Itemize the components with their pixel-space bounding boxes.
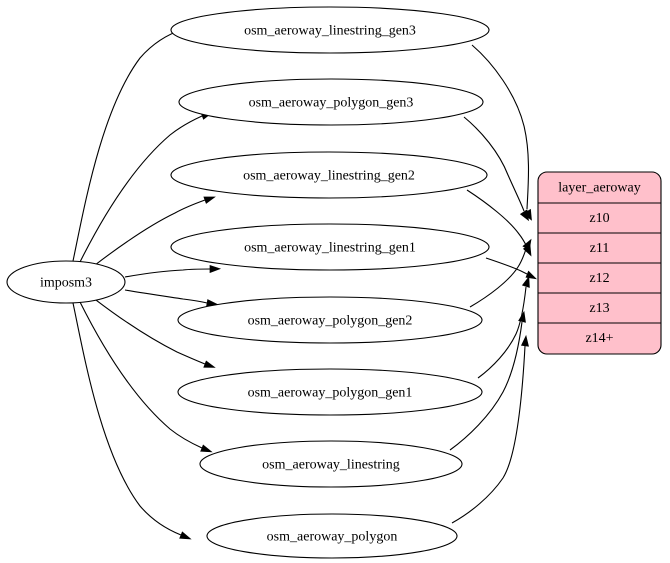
edge-imposm3-to-osm-aeroway-polygon-gen1 [95,299,216,368]
node-osm-aeroway-polygon-gen1[interactable]: osm_aeroway_polygon_gen1 [177,368,483,416]
node-imposm3-label: imposm3 [40,276,92,291]
edge-imposm3-to-osm-aeroway-linestring-gen1 [124,265,222,278]
node-osm-aeroway-polygon-gen3[interactable]: osm_aeroway_polygon_gen3 [178,78,484,126]
record-row-z10[interactable]: z10 [589,211,609,226]
node-osm-aeroway-linestring-gen1-label: osm_aeroway_linestring_gen1 [244,241,416,256]
nodes-layer: imposm3 osm_aeroway_linestring_gen3 osm_… [6,6,490,559]
edge-osm-aeroway-polygon-gen2-to-z11 [469,238,532,308]
record-row-z11[interactable]: z11 [590,241,610,256]
edge-imposm3-to-osm-aeroway-linestring-gen2 [94,196,216,266]
node-osm-aeroway-polygon-label: osm_aeroway_polygon [267,530,398,545]
edge-osm-aeroway-polygon-gen3-to-z10 [463,116,529,222]
node-osm-aeroway-polygon-gen2[interactable]: osm_aeroway_polygon_gen2 [177,296,483,344]
edge-osm-aeroway-polygon-to-z14 [451,334,529,524]
record-row-z12[interactable]: z12 [589,271,609,286]
record-row-z14-plus[interactable]: z14+ [585,331,613,346]
edge-osm-aeroway-polygon-gen1-to-z12 [477,276,530,379]
node-osm-aeroway-polygon-gen2-label: osm_aeroway_polygon_gen2 [248,314,413,329]
record-row-header-layer-aeroway: layer_aeroway [558,181,640,196]
node-osm-aeroway-polygon-gen1-label: osm_aeroway_polygon_gen1 [248,386,413,401]
node-osm-aeroway-polygon-gen3-label: osm_aeroway_polygon_gen3 [249,96,414,111]
edge-osm-aeroway-linestring-to-z13 [449,310,526,451]
node-osm-aeroway-linestring[interactable]: osm_aeroway_linestring [199,440,463,488]
node-osm-aeroway-linestring-gen2[interactable]: osm_aeroway_linestring_gen2 [170,151,488,199]
edge-imposm3-to-osm-aeroway-linestring-gen3 [72,25,196,262]
node-layer-aeroway-record[interactable]: layer_aeroway z10 z11 z12 z13 z14+ [537,171,662,355]
node-osm-aeroway-polygon[interactable]: osm_aeroway_polygon [206,513,458,559]
record-row-z13[interactable]: z13 [589,301,609,316]
node-osm-aeroway-linestring-gen3-label: osm_aeroway_linestring_gen3 [244,24,416,39]
node-osm-aeroway-linestring-gen3[interactable]: osm_aeroway_linestring_gen3 [170,6,490,54]
node-imposm3[interactable]: imposm3 [6,260,126,304]
node-osm-aeroway-linestring-label: osm_aeroway_linestring [262,458,400,473]
node-osm-aeroway-linestring-gen1[interactable]: osm_aeroway_linestring_gen1 [170,223,490,271]
node-osm-aeroway-linestring-gen2-label: osm_aeroway_linestring_gen2 [243,169,415,184]
edge-imposm3-to-osm-aeroway-polygon-gen2 [124,289,219,307]
edge-imposm3-to-osm-aeroway-linestring [79,301,213,453]
edge-imposm3-to-osm-aeroway-polygon [72,302,192,540]
